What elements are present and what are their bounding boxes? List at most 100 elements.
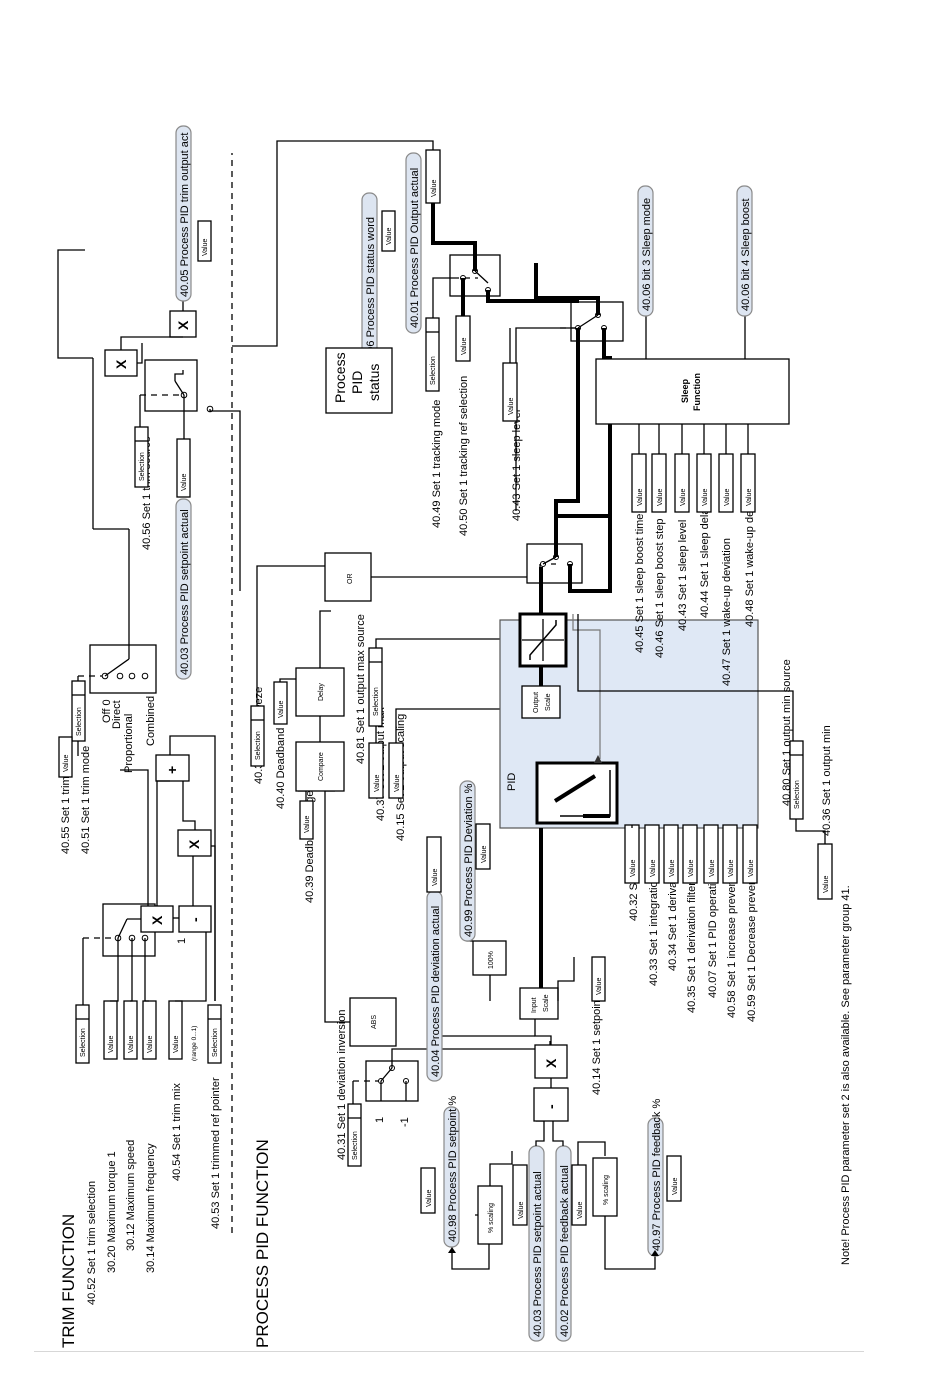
value-terminal-3014[interactable]: Value <box>142 1000 157 1060</box>
value-terminal-4015[interactable]: Value <box>388 742 404 799</box>
selection-terminal-4080[interactable]: Selection <box>789 740 804 820</box>
value-terminal-4001[interactable]: Value <box>425 149 441 204</box>
value-terminal-pid-param[interactable]: Value <box>742 824 758 884</box>
value-terminal-4006[interactable]: Value <box>381 210 396 252</box>
selection-terminal-4038[interactable]: Selection <box>250 705 265 767</box>
value-terminal-sleep-param[interactable]: Value <box>740 453 756 513</box>
svg-text:40.98 Process PID setpoint %: 40.98 Process PID setpoint % <box>447 1096 459 1242</box>
svg-text:40.04 Process PID deviation ac: 40.04 Process PID deviation actual <box>430 906 442 1077</box>
value-terminal-sleep-param[interactable]: Value <box>631 453 647 513</box>
value-terminal-4043[interactable]: Value <box>502 362 518 422</box>
svg-text:Value: Value <box>481 846 488 863</box>
selection-terminal-4051[interactable]: Selection <box>71 680 86 742</box>
value-terminal-3012[interactable]: Value <box>123 1000 138 1060</box>
value-terminal-4004[interactable]: Value <box>426 836 442 893</box>
selection-terminal-4081[interactable]: Selection <box>368 647 383 727</box>
svg-text:Selection: Selection <box>80 1028 87 1057</box>
compare-block: Compare <box>295 741 345 792</box>
param-4081-label: 40.81 Set 1 output max source <box>355 614 367 764</box>
svg-text:X: X <box>113 359 129 369</box>
value-terminal-4003-trim[interactable]: Value <box>176 438 191 498</box>
svg-text:PID: PID <box>349 371 365 394</box>
sleep-param-label: 40.46 Set 1 sleep boost step <box>654 519 666 658</box>
value-terminal-pid-param[interactable]: Value <box>624 824 640 884</box>
svg-text:Selection: Selection <box>139 452 146 481</box>
svg-text:Value: Value <box>657 489 664 506</box>
svg-text:Value: Value <box>108 1036 115 1053</box>
value-terminal-pid-param[interactable]: Value <box>703 824 719 884</box>
value-terminal-4014[interactable]: Value <box>591 956 606 1002</box>
value-terminal-4005[interactable]: Value <box>197 220 212 262</box>
svg-text:Selection: Selection <box>373 687 380 716</box>
svg-text:Selection: Selection <box>430 356 437 385</box>
trim-mode-option-off: Off 0 <box>101 699 113 723</box>
value-terminal-4039[interactable]: Value <box>299 800 314 840</box>
param-4031-label: 40.31 Set 1 deviation inversion <box>336 1010 348 1160</box>
or-block: OR <box>324 552 372 602</box>
svg-text:40.03 Process PID setpoint act: 40.03 Process PID setpoint actual <box>532 1171 544 1337</box>
signal-4099: 40.99 Process PID Deviation % <box>459 780 476 942</box>
value-terminal-4054[interactable]: Value <box>168 1000 183 1060</box>
delay-block: Delay <box>295 667 345 717</box>
svg-text:40.06 bit 4 Sleep boost: 40.06 bit 4 Sleep boost <box>740 198 752 311</box>
value-terminal-4097[interactable]: Value <box>666 1155 682 1202</box>
value-terminal-4040[interactable]: Value <box>273 681 288 725</box>
svg-text:status: status <box>366 364 382 401</box>
value-terminal-4098[interactable]: Value <box>420 1167 436 1214</box>
multiply-block-trim-out-1: X <box>104 349 138 377</box>
tracking-ref-switch <box>432 254 501 318</box>
svg-text:Value: Value <box>147 1036 154 1053</box>
svg-text:Value: Value <box>518 1202 525 1219</box>
multiply-block-trim-out-2: X <box>169 310 197 338</box>
svg-text:Process: Process <box>332 352 348 403</box>
value-terminal-4099[interactable]: Value <box>475 823 491 870</box>
input-scale-block: Input Scale <box>519 987 559 1020</box>
inversion-minus-one: -1 <box>399 1117 411 1127</box>
svg-text:Value: Value <box>173 1036 180 1053</box>
value-terminal-sleep-param[interactable]: Value <box>696 453 712 513</box>
value-terminal-sleep-param[interactable]: Value <box>651 453 667 513</box>
value-terminal-pid-param[interactable]: Value <box>663 824 679 884</box>
svg-text:Value: Value <box>128 1036 135 1053</box>
value-terminal-4003-pid[interactable]: Value <box>512 1164 528 1226</box>
trim-mode-option-direct: Direct <box>111 700 123 729</box>
svg-text:Value: Value <box>680 489 687 506</box>
multiply-block-trim-2: X <box>177 829 212 857</box>
value-terminal-4037[interactable]: Value <box>368 742 384 799</box>
value-terminal-pid-param[interactable]: Value <box>682 824 698 884</box>
signal-4006-bit3: 40.06 bit 3 Sleep mode <box>637 185 654 317</box>
selection-terminal-4052[interactable]: Selection <box>75 1004 90 1064</box>
value-terminal-4050[interactable]: Value <box>455 315 471 362</box>
svg-text:Value: Value <box>823 876 830 893</box>
trim-mode-option-combined: Combined <box>145 696 157 746</box>
value-terminal-pid-param[interactable]: Value <box>722 824 738 884</box>
pid-param-label: 40.59 Set 1 Decrease preventation <box>746 852 758 1022</box>
selection-terminal-4053[interactable]: Selection <box>207 1004 222 1064</box>
selection-terminal-4031[interactable]: Selection <box>347 1103 362 1167</box>
value-terminal-sleep-param[interactable]: Value <box>674 453 690 513</box>
svg-text:Value: Value <box>508 398 515 415</box>
svg-text:40.06 bit 3 Sleep mode: 40.06 bit 3 Sleep mode <box>641 198 653 311</box>
abs-block: ABS <box>349 997 397 1047</box>
value-terminal-3020[interactable]: Value <box>103 1000 118 1060</box>
trim-mode-option-proportional: Proportional <box>123 714 135 773</box>
svg-text:Value: Value <box>374 775 381 792</box>
pid-param-label: 40.58 Set 1 increase preventation <box>726 853 738 1018</box>
svg-text:Value: Value <box>724 489 731 506</box>
value-terminal-4055[interactable]: Value <box>58 736 73 778</box>
svg-text:Value: Value <box>181 474 188 491</box>
value-terminal-4002[interactable]: Value <box>571 1164 587 1226</box>
selection-terminal-4049[interactable]: Selection <box>425 317 440 392</box>
signal-4002: 40.02 Process PID feedback actual <box>555 1145 572 1342</box>
signal-4098: 40.98 Process PID setpoint % <box>443 1096 460 1248</box>
selection-terminal-4056[interactable]: Selection <box>134 426 149 488</box>
svg-text:Value: Value <box>577 1202 584 1219</box>
value-terminal-pid-param[interactable]: Value <box>644 824 660 884</box>
value-terminal-sleep-param[interactable]: Value <box>718 453 734 513</box>
footer-rule <box>34 1351 864 1352</box>
param-3014-label: 30.14 Maximum frequency <box>145 1143 157 1273</box>
value-terminal-4036[interactable]: Value <box>817 843 833 900</box>
svg-text:X: X <box>175 320 191 330</box>
pid-param-label: 40.35 Set 1 derivation filter time <box>686 858 698 1013</box>
